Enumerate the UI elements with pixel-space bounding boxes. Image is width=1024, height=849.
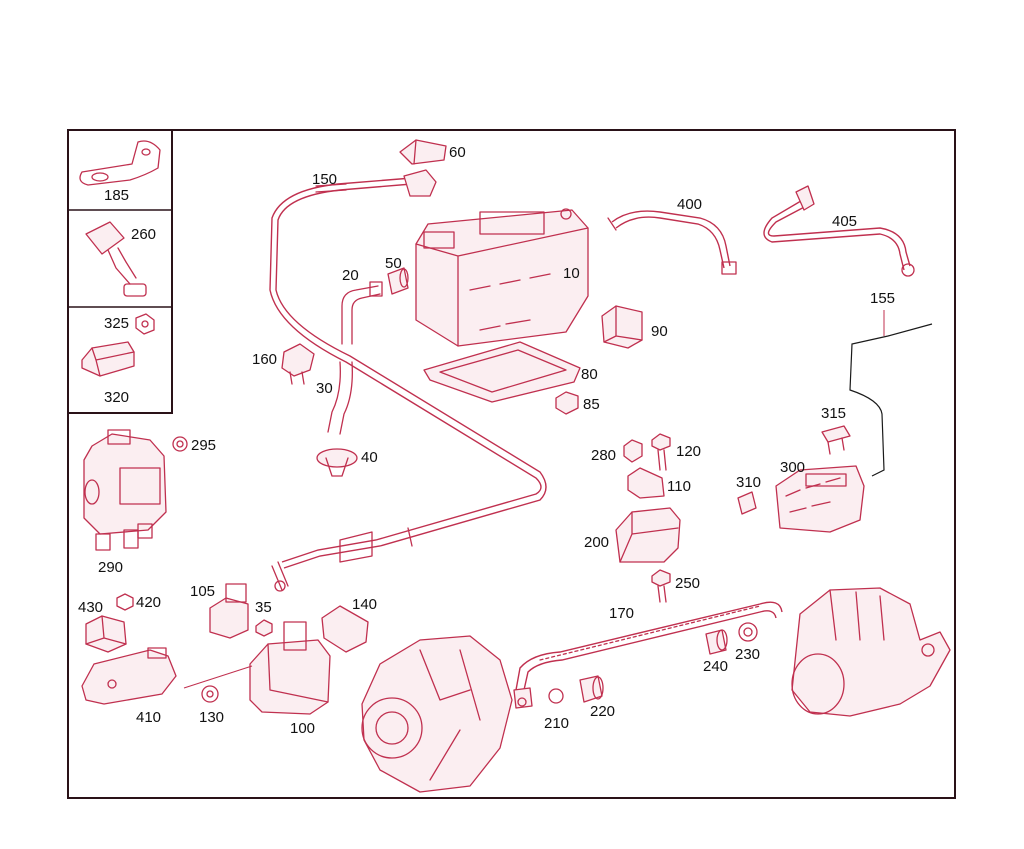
alternator	[361, 635, 513, 793]
part-430-relay	[85, 615, 127, 653]
label-170: 170	[609, 605, 634, 622]
label-60: 60	[449, 144, 466, 161]
part-105-sensor	[209, 583, 249, 639]
label-310: 310	[736, 474, 761, 491]
part-80-battery-tray	[423, 341, 581, 403]
part-320-block	[81, 341, 135, 377]
part-100-module	[183, 621, 331, 715]
inset-panel	[67, 129, 173, 414]
label-155: 155	[870, 290, 895, 307]
part-210-nut	[548, 688, 564, 704]
part-35-nut	[255, 619, 273, 637]
label-35: 35	[255, 599, 272, 616]
part-40-grommet	[316, 448, 358, 477]
label-10: 10	[563, 265, 580, 282]
part-85-nut	[555, 391, 579, 415]
label-20: 20	[342, 267, 359, 284]
label-40: 40	[361, 449, 378, 466]
label-30: 30	[316, 380, 333, 397]
part-240-bushing	[705, 629, 728, 655]
part-280-nut	[623, 439, 643, 463]
part-420-nut	[116, 593, 134, 611]
label-315: 315	[821, 405, 846, 422]
part-185-bracket	[79, 140, 161, 186]
label-120: 120	[676, 443, 701, 460]
label-290: 290	[98, 559, 123, 576]
diagram-frame	[67, 129, 956, 799]
label-410: 410	[136, 709, 161, 726]
part-170-cable	[513, 601, 783, 709]
label-185: 185	[104, 187, 129, 204]
part-200-box	[615, 507, 681, 563]
label-240: 240	[703, 658, 728, 675]
label-230: 230	[735, 646, 760, 663]
label-105: 105	[190, 583, 215, 600]
label-220: 220	[590, 703, 615, 720]
label-210: 210	[544, 715, 569, 732]
label-200: 200	[584, 534, 609, 551]
callout-labels: 10 20 30 35 40 50 60 80 85 90 100 105 11…	[78, 144, 895, 737]
label-160: 160	[252, 351, 277, 368]
part-60-clamp	[399, 139, 447, 165]
label-90: 90	[651, 323, 668, 340]
part-290-control-unit	[83, 429, 167, 551]
part-120-bolt	[651, 433, 671, 471]
part-140-connector	[321, 605, 369, 653]
part-110-bracket	[627, 467, 665, 499]
part-250-bolt	[651, 569, 671, 603]
label-150: 150	[312, 171, 337, 188]
part-50-plug	[387, 267, 409, 295]
part-310-clip	[737, 491, 757, 515]
part-220-washer	[579, 675, 604, 703]
label-400: 400	[677, 196, 702, 213]
label-50: 50	[385, 255, 402, 272]
part-10-battery	[415, 208, 589, 347]
label-110: 110	[667, 478, 691, 495]
part-20-vent-elbow	[341, 281, 383, 345]
label-260: 260	[131, 226, 156, 243]
label-420: 420	[136, 594, 161, 611]
starter-motor	[791, 587, 951, 717]
part-300-fuse-box	[775, 465, 865, 533]
label-80: 80	[581, 366, 598, 383]
label-85: 85	[583, 396, 600, 413]
part-260-sensor	[85, 221, 147, 297]
part-410-bracket	[81, 647, 177, 705]
label-295: 295	[191, 437, 216, 454]
label-430: 430	[78, 599, 103, 616]
part-230-washer	[738, 622, 758, 642]
part-130-nut	[201, 685, 219, 703]
part-315-fuse	[821, 425, 851, 455]
label-100: 100	[290, 720, 315, 737]
label-250: 250	[675, 575, 700, 592]
label-130: 130	[199, 709, 224, 726]
part-150-cable	[269, 169, 547, 592]
part-155-harness	[849, 310, 933, 477]
label-320: 320	[104, 389, 129, 406]
part-325-nut	[135, 313, 155, 335]
part-405-cable	[763, 185, 915, 277]
part-90-relay	[601, 305, 643, 349]
label-405: 405	[832, 213, 857, 230]
part-400-cable	[607, 210, 737, 275]
label-280: 280	[591, 447, 616, 464]
part-295-nut	[172, 436, 188, 452]
part-160-terminal	[281, 343, 315, 385]
part-30-hose	[327, 361, 353, 435]
label-300: 300	[780, 459, 805, 476]
label-140: 140	[352, 596, 377, 613]
label-325: 325	[104, 315, 129, 332]
